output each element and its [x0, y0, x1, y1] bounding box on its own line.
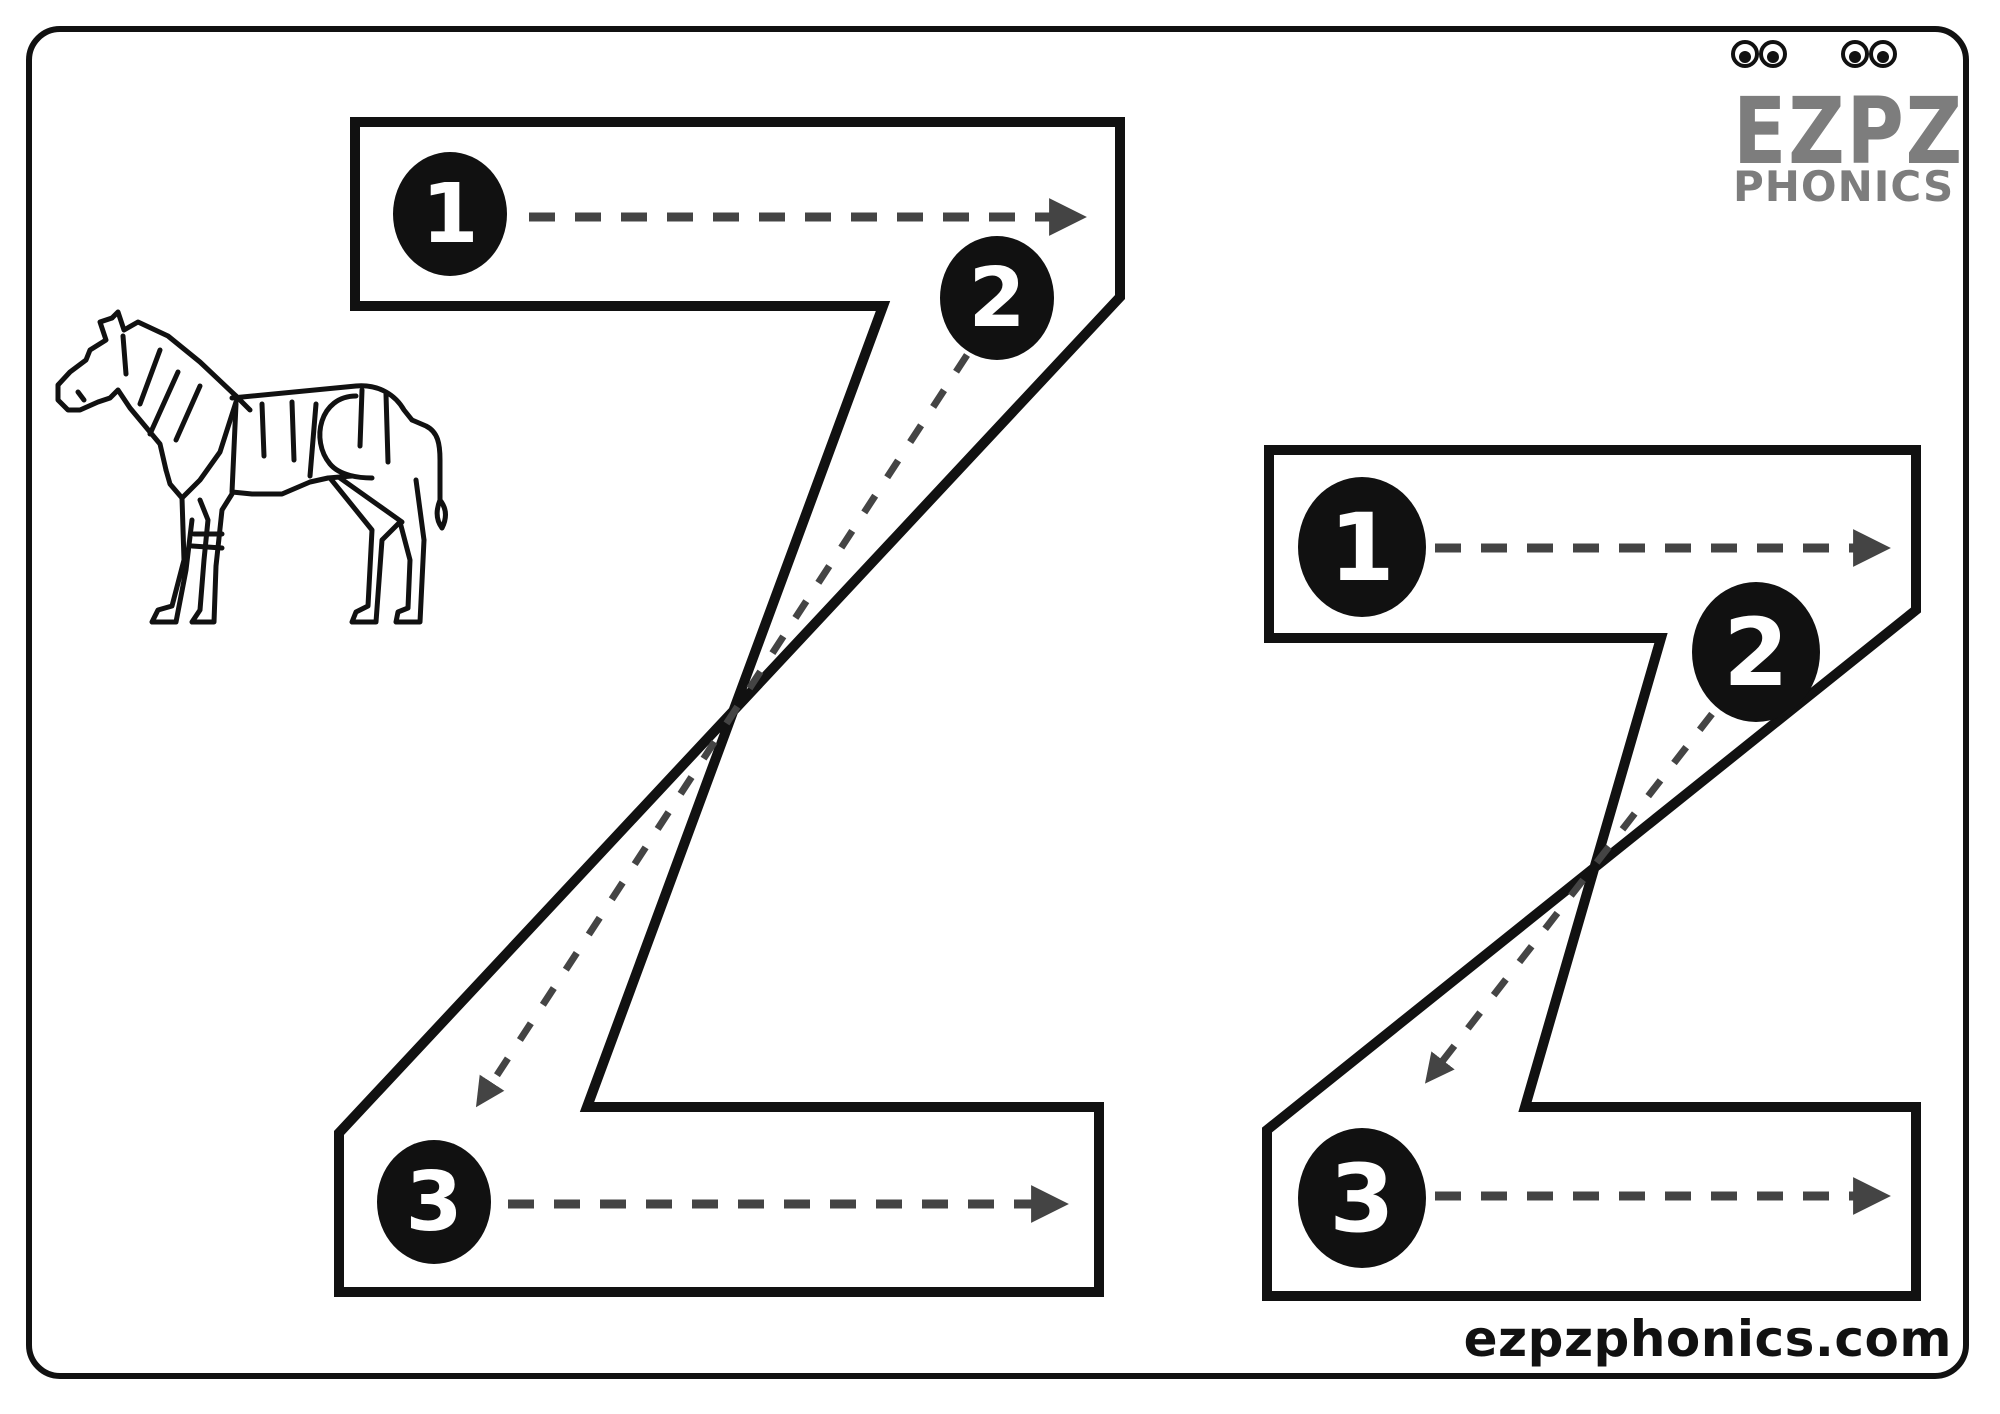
zebra-icon	[55, 309, 448, 625]
lowercase-step-2-badge: 2	[1692, 582, 1820, 722]
right-eyes-icon	[1837, 30, 1907, 82]
uppercase-z-outline	[334, 117, 1125, 1297]
logo-phonics-text: PHONICS	[1733, 162, 1955, 211]
worksheet-border	[26, 26, 1969, 1379]
step-1-number: 1	[421, 167, 478, 262]
step-2-number: 2	[968, 251, 1025, 346]
website-url: ezpzphonics.com	[1463, 1310, 1952, 1368]
step-3-badge: 3	[377, 1140, 491, 1264]
step-2-badge: 2	[940, 236, 1054, 360]
lowercase-step-3-number: 3	[1329, 1145, 1394, 1254]
lowercase-z-stroke-2	[1424, 711, 1715, 1084]
step-1-badge: 1	[393, 152, 507, 276]
lowercase-step-2-number: 2	[1723, 599, 1788, 708]
logo-ezpz-text: EZPZ	[1733, 78, 1964, 185]
lowercase-step-3-badge: 3	[1298, 1128, 1426, 1268]
step-3-number: 3	[405, 1155, 462, 1250]
left-eyes-icon	[1727, 30, 1797, 82]
lowercase-step-1-badge: 1	[1298, 477, 1426, 617]
ezpz-phonics-logo: EZPZ PHONICS	[1725, 30, 1965, 220]
lowercase-step-1-number: 1	[1329, 494, 1394, 603]
